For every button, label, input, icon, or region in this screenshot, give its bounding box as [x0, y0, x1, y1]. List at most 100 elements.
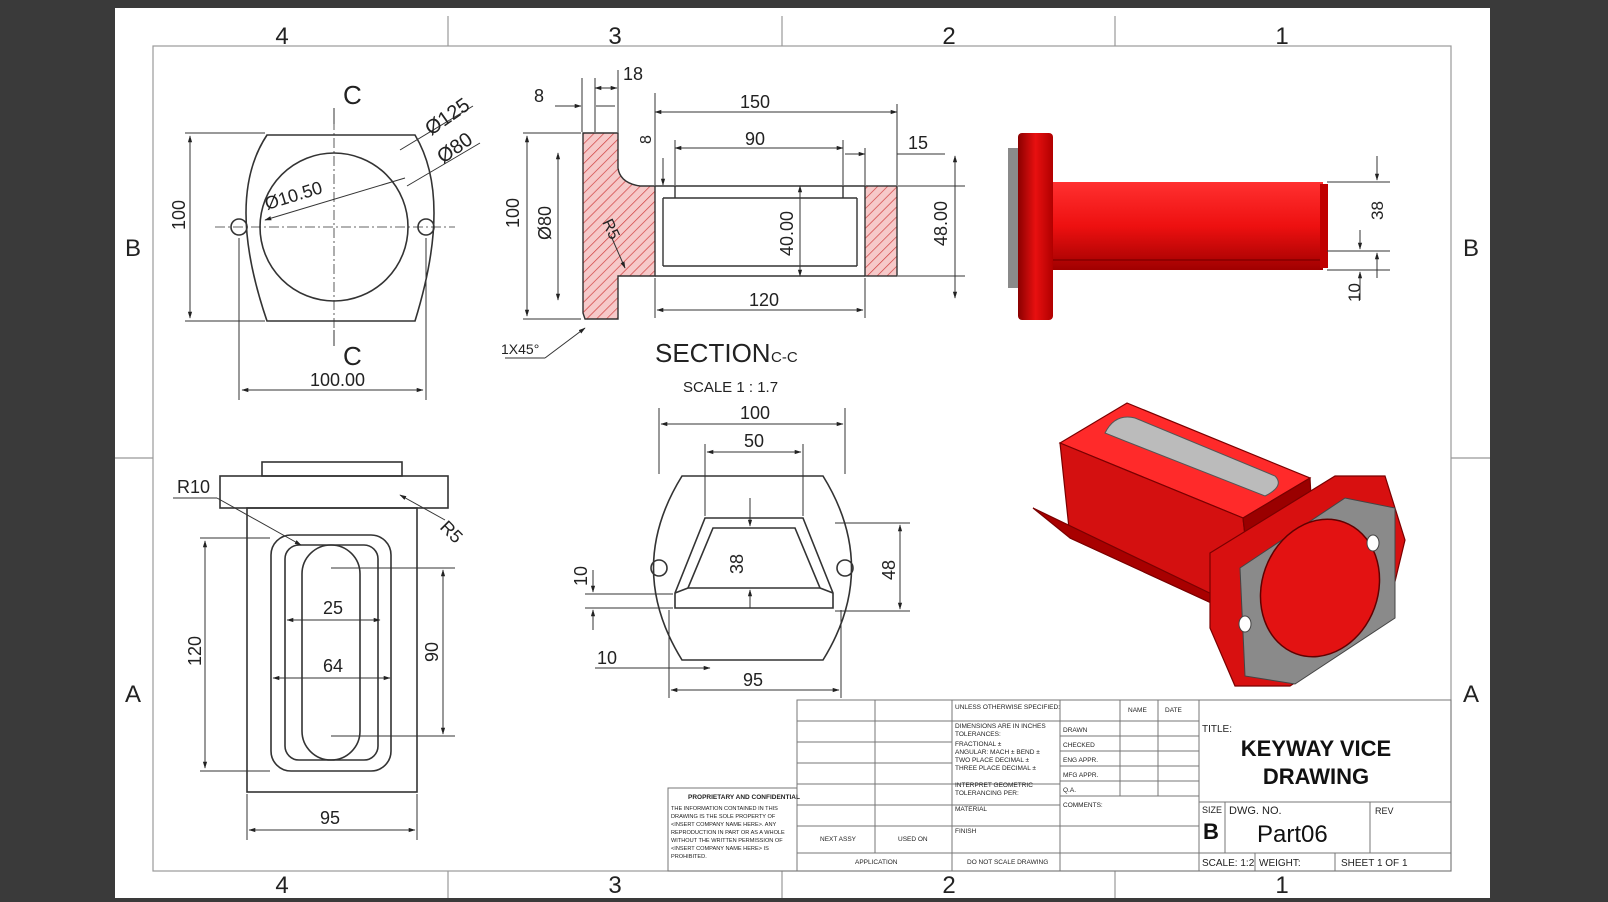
tb-tolerancing: TOLERANCING PER:: [955, 790, 1019, 797]
tb-title-line-1: KEYWAY VICE: [1241, 736, 1391, 761]
zone-col-2-bottom: 2: [942, 872, 955, 898]
tb-rev-label: REV: [1375, 806, 1394, 816]
dim-back-48: 48: [879, 560, 899, 580]
dim-top-120: 120: [185, 636, 205, 666]
tb-two-place: TWO PLACE DECIMAL ±: [955, 757, 1030, 764]
dim-sec-15: 15: [908, 133, 928, 153]
isometric-view: [1032, 402, 1406, 687]
side-flange: [1018, 133, 1053, 320]
tb-prop-line-7: PROHIBITED.: [671, 854, 707, 860]
zone-row-a: A: [125, 681, 141, 708]
dim-sec-8b: 8: [638, 135, 655, 144]
tb-row-eng: ENG APPR.: [1063, 757, 1098, 764]
top-view-labels: R10 R5 25 64 120 90 95: [177, 477, 467, 828]
dim-side-10: 10: [1345, 283, 1364, 302]
tb-prop-line-5: WITHOUT THE WRITTEN PERMISSION OF: [671, 838, 783, 844]
tb-used-on: USED ON: [898, 836, 928, 843]
dim-sec-18: 18: [623, 64, 643, 84]
tb-size-label: SIZE: [1202, 805, 1222, 815]
zone-col-4-bottom: 4: [275, 872, 288, 898]
section-marker-top: C: [343, 80, 362, 110]
section-wall-hatch: [864, 185, 898, 277]
dim-front-height: 100: [169, 200, 189, 230]
iso-face-disc: [1259, 518, 1381, 658]
top-boss: [261, 461, 403, 477]
tb-row-mfg: MFG APPR.: [1063, 772, 1099, 779]
zone-row-a-right: A: [1463, 681, 1479, 708]
dim-top-95: 95: [320, 808, 340, 828]
front-view: [185, 105, 481, 400]
zone-col-4: 4: [275, 23, 288, 50]
top-slot-outer: [270, 534, 392, 772]
tb-interpret: INTERPRET GEOMETRIC: [955, 782, 1033, 789]
zone-col-3-bottom: 3: [608, 872, 621, 898]
tb-prop-line-2: DRAWING IS THE SOLE PROPERTY OF: [671, 814, 776, 820]
dim-d10-50: Ø10.50: [262, 177, 324, 213]
back-flange-outline: [652, 475, 853, 661]
tb-row-drawn: DRAWN: [1063, 727, 1088, 734]
tb-prop-line-1: THE INFORMATION CONTAINED IN THIS: [671, 806, 778, 812]
section-scale: SCALE 1 : 1.7: [683, 379, 778, 396]
dim-back-100: 100: [740, 403, 770, 423]
back-hole-left: [650, 559, 668, 577]
tb-prop-line-4: REPRODUCTION IN PART OR AS A WHOLE: [671, 830, 785, 836]
tb-dimensions: DIMENSIONS ARE IN INCHES: [955, 723, 1046, 730]
section-view: [505, 70, 965, 359]
zone-col-2: 2: [942, 23, 955, 50]
tb-next-assy: NEXT ASSY: [820, 836, 857, 843]
dim-top-64: 64: [323, 656, 343, 676]
dim-sec-120: 120: [749, 290, 779, 310]
dim-back-10a: 10: [571, 566, 591, 586]
tb-prop-line-3: <INSERT COMPANY NAME HERE>. ANY: [671, 822, 777, 828]
tb-row-checked: CHECKED: [1063, 742, 1095, 749]
tb-material: MATERIAL: [955, 806, 987, 813]
tb-title-line-2: DRAWING: [1263, 764, 1369, 789]
section-view-labels: 8 18 150 8 90 15 100 Ø80 R5 40.00 48.00 …: [501, 64, 951, 396]
dim-sec-48: 48.00: [931, 201, 951, 246]
drawing-sheet: 4 3 2 1 4 3 2 1 B A B A C C: [115, 8, 1490, 898]
side-shaft: [1053, 182, 1323, 270]
dim-back-38: 38: [727, 554, 747, 574]
tb-row-comments: COMMENTS:: [1063, 802, 1103, 809]
tb-title-label: TITLE:: [1202, 724, 1232, 735]
zone-col-3: 3: [608, 23, 621, 50]
tb-tolerances: TOLERANCES:: [955, 731, 1001, 738]
dim-back-50: 50: [744, 431, 764, 451]
dim-sec-90: 90: [745, 129, 765, 149]
dim-side-38: 38: [1368, 201, 1387, 220]
back-view: [585, 408, 910, 698]
dim-sec-d80: Ø80: [535, 206, 555, 240]
tb-dwg-no-value: Part06: [1257, 821, 1328, 848]
section-marker-bottom: C: [343, 341, 362, 371]
dim-sec-8: 8: [534, 86, 544, 106]
back-hole-right: [836, 559, 854, 577]
top-slot-inner: [301, 544, 361, 761]
dim-top-25: 25: [323, 598, 343, 618]
side-shaft-end: [1320, 184, 1328, 268]
zone-col-1-bottom: 1: [1275, 872, 1288, 898]
tb-proprietary-title: PROPRIETARY AND CONFIDENTIAL: [688, 794, 800, 801]
tb-scale: SCALE: 1:2: [1202, 858, 1255, 869]
tb-sheet: SHEET 1 OF 1: [1341, 858, 1408, 869]
dim-sec-150: 150: [740, 92, 770, 112]
side-steel-face: [1008, 148, 1020, 288]
drawing-canvas: 4 3 2 1 4 3 2 1 B A B A C C: [115, 16, 1490, 898]
front-flange-outline: [245, 134, 435, 322]
tb-row-qa: Q.A.: [1063, 787, 1076, 794]
dim-sec-chamfer: 1X45°: [501, 341, 539, 357]
title-block-labels: UNLESS OTHERWISE SPECIFIED: DIMENSIONS A…: [671, 704, 1408, 869]
section-title: SECTION: [655, 338, 771, 368]
tb-weight: WEIGHT:: [1259, 858, 1301, 869]
tb-name-col: NAME: [1128, 707, 1147, 714]
tb-fractional: FRACTIONAL ±: [955, 741, 1002, 748]
zone-row-b-right: B: [1463, 235, 1479, 262]
side-view-dims: [1327, 156, 1390, 300]
dim-top-r10: R10: [177, 477, 210, 497]
tb-finish: FINISH: [955, 828, 977, 835]
front-view-labels: C C Ø125 Ø80 Ø10.50 100 100.00: [169, 80, 477, 390]
zone-labels: 4 3 2 1 4 3 2 1 B A B A: [125, 23, 1479, 898]
tb-size-value: B: [1203, 819, 1219, 844]
dim-sec-100: 100: [503, 198, 523, 228]
tb-date-col: DATE: [1165, 707, 1183, 714]
top-body: [246, 507, 418, 793]
